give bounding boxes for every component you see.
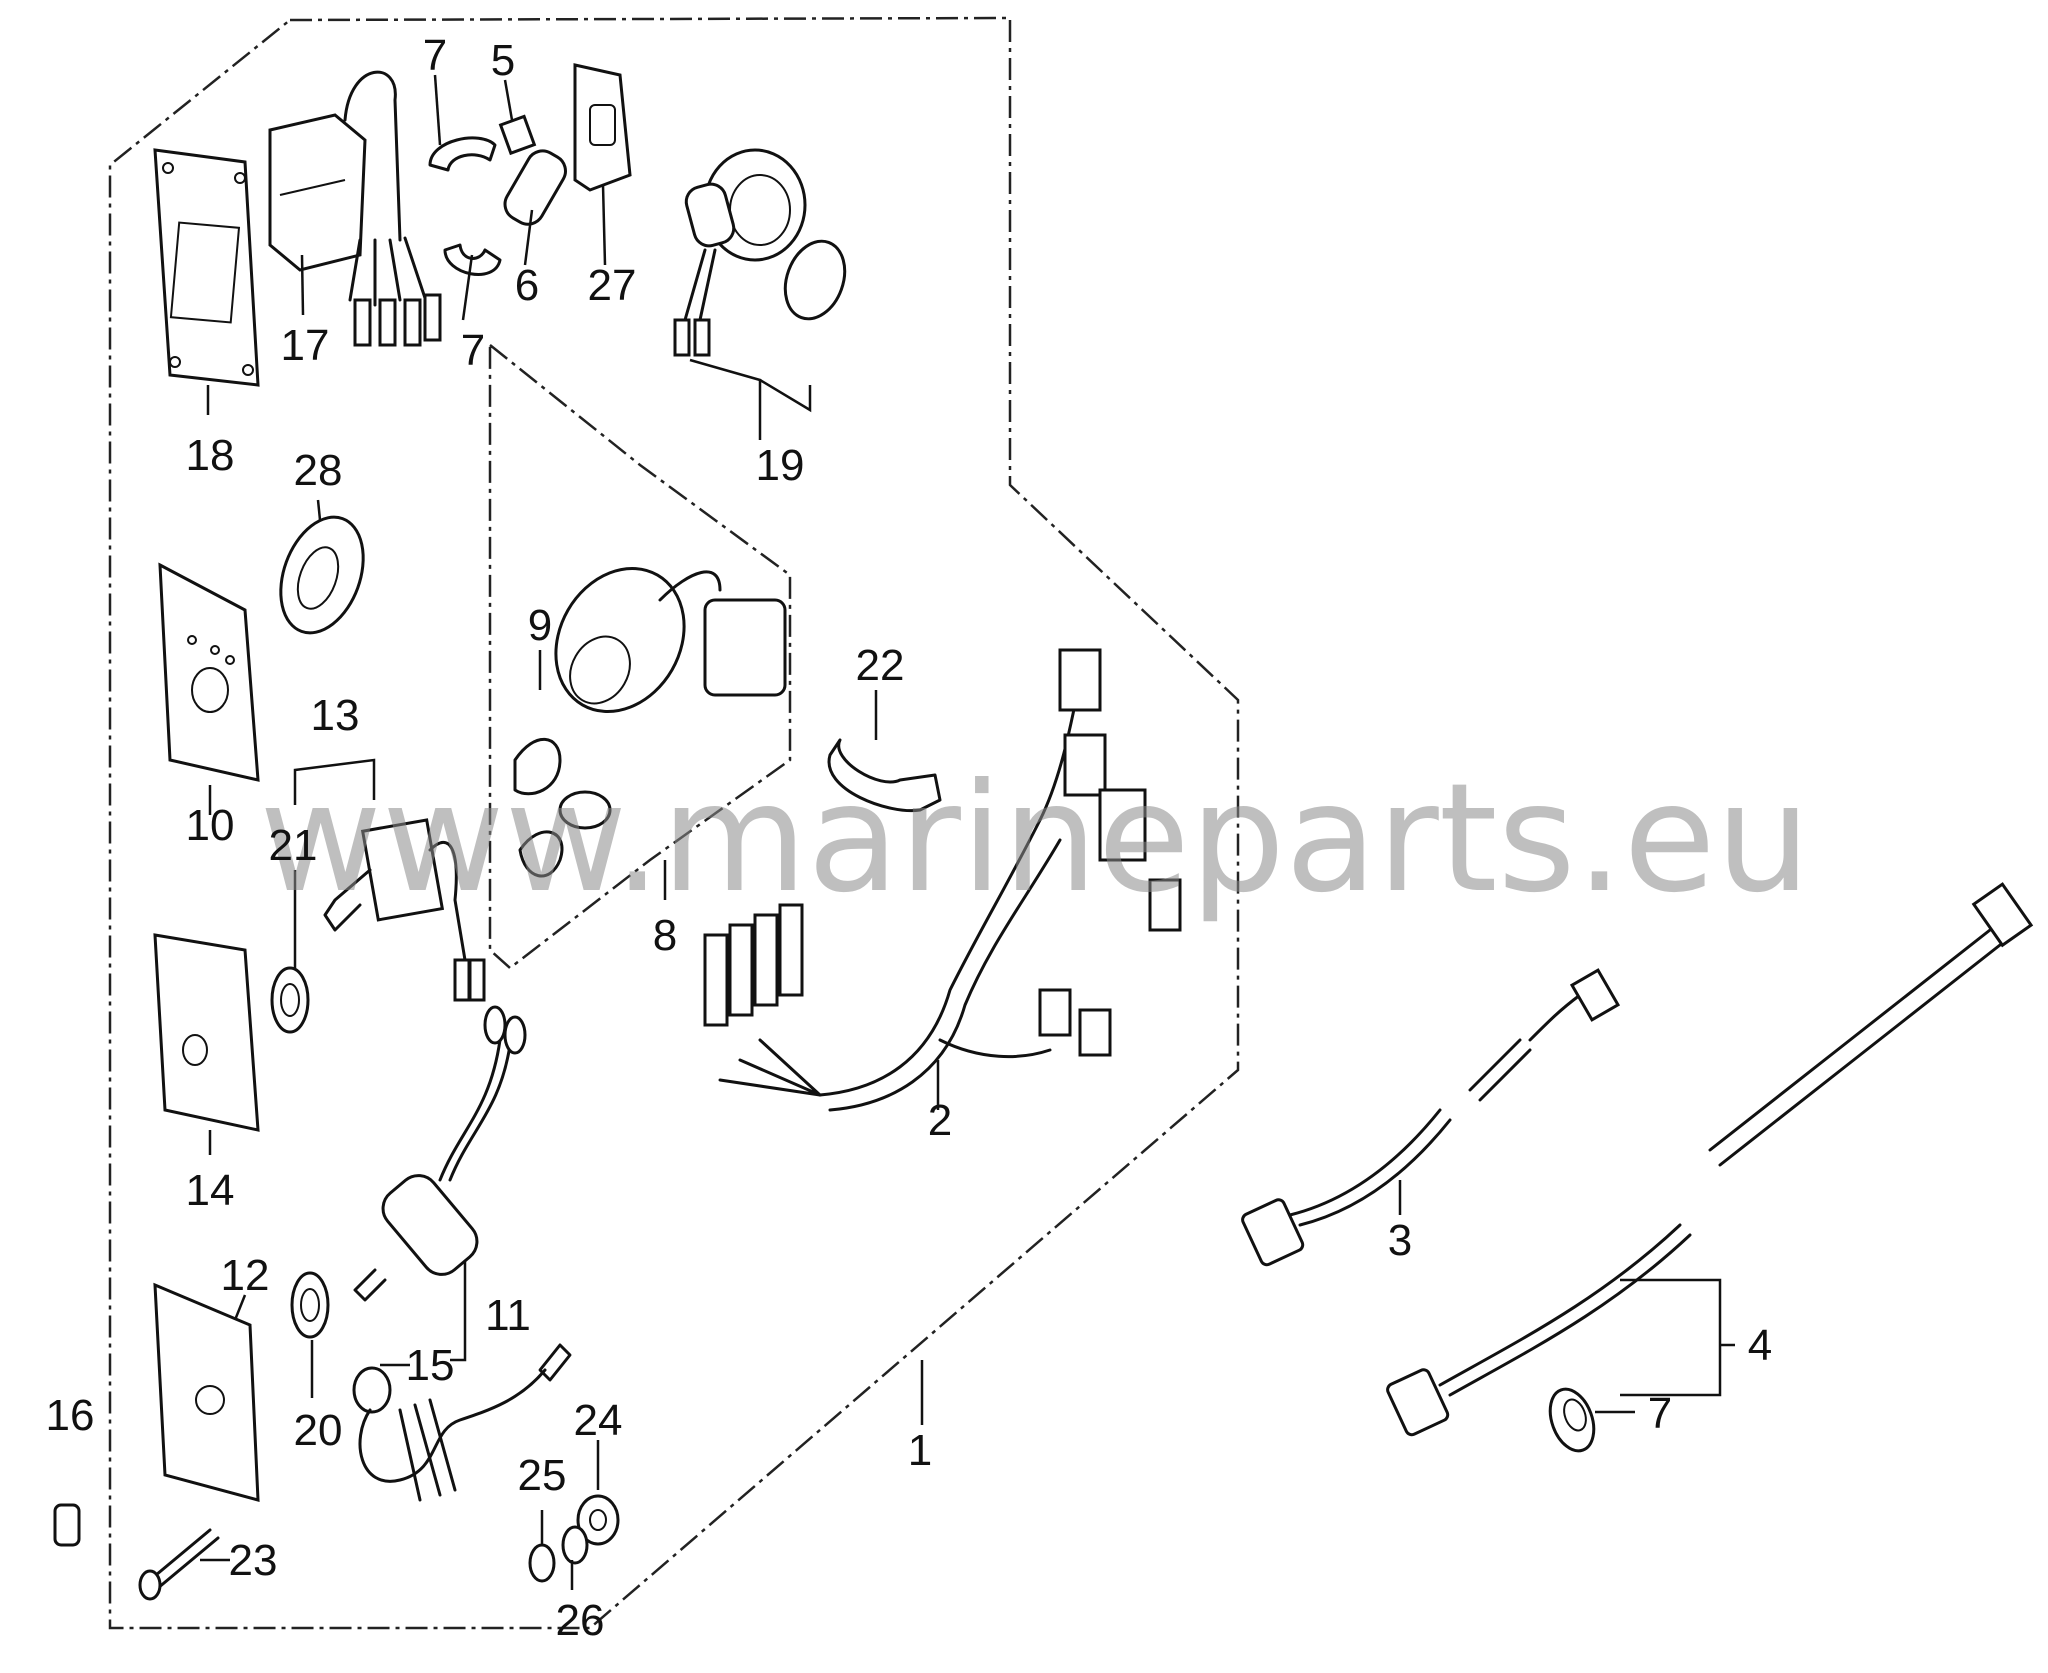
callout-10: 10 (186, 801, 235, 850)
main-harness-4 (1386, 882, 2034, 1437)
callout-24: 24 (574, 1396, 623, 1445)
sleeve-6 (503, 149, 567, 226)
callout-7c: 7 (1648, 1389, 1672, 1438)
callout-4: 4 (1748, 1321, 1772, 1370)
callout-11: 11 (485, 1291, 531, 1340)
clip-7-harness (1548, 1387, 1596, 1453)
grommet-16 (53, 1503, 81, 1547)
callout-1: 1 (908, 1426, 932, 1475)
callout-20: 20 (294, 1406, 343, 1455)
leader-lines (200, 74, 1735, 1590)
callout-5: 5 (491, 36, 515, 85)
clip-7-lower (443, 243, 502, 276)
nut-24 (576, 1494, 620, 1546)
switch-17 (268, 70, 442, 347)
callout-21: 21 (269, 821, 318, 870)
washer-26 (561, 1525, 589, 1565)
key-switch-9 (513, 566, 787, 878)
gauge-19 (673, 148, 847, 357)
clip-7-upper (428, 136, 497, 172)
toggle-switch-13 (323, 818, 486, 1002)
callout-17: 17 (281, 321, 330, 370)
callout-14: 14 (186, 1166, 235, 1215)
panel-plate-10 (158, 562, 260, 782)
ring-28 (279, 515, 365, 635)
callout-6: 6 (515, 261, 539, 310)
callout-16: 16 (46, 1391, 95, 1440)
callout-25: 25 (518, 1451, 567, 1500)
subkit-outline (488, 342, 792, 970)
boot-27 (573, 63, 632, 192)
panel-plate-18 (153, 148, 260, 387)
washer-25 (528, 1543, 556, 1583)
wire-harness-2 (703, 648, 1182, 1112)
callout-13: 13 (311, 691, 360, 740)
bolt-23 (138, 1528, 220, 1601)
nut-20 (290, 1271, 330, 1339)
callout-18: 18 (186, 431, 235, 480)
callout-27: 27 (588, 261, 637, 310)
panel-plate-14 (153, 933, 260, 1132)
callout-22: 22 (856, 641, 905, 690)
callout-7b: 7 (461, 326, 485, 375)
callout-28: 28 (294, 446, 343, 495)
callout-23: 23 (229, 1536, 278, 1585)
callout-3: 3 (1388, 1216, 1412, 1265)
callout-9: 9 (528, 601, 552, 650)
stop-switch-11 (353, 1005, 527, 1302)
callout-26: 26 (556, 1596, 605, 1645)
callout-12: 12 (221, 1251, 270, 1300)
clamp-22 (827, 738, 942, 813)
callout-8: 8 (653, 911, 677, 960)
callout-19: 19 (756, 441, 805, 490)
nut-21 (270, 966, 310, 1034)
callout-15: 15 (406, 1341, 455, 1390)
kit-outline (108, 16, 1240, 1630)
extension-harness-3 (1241, 968, 1621, 1267)
callout-2: 2 (928, 1096, 952, 1145)
callout-7a: 7 (423, 31, 447, 80)
screw-5 (498, 114, 537, 156)
callout-labels: 1 2 3 4 5 6 7 7 7 8 9 10 11 12 13 14 15 … (46, 31, 1773, 1645)
watermark-text: www.marineparts.eu (259, 752, 1811, 926)
panel-plate-12 (153, 1282, 260, 1502)
lanyard-15 (352, 1343, 572, 1502)
